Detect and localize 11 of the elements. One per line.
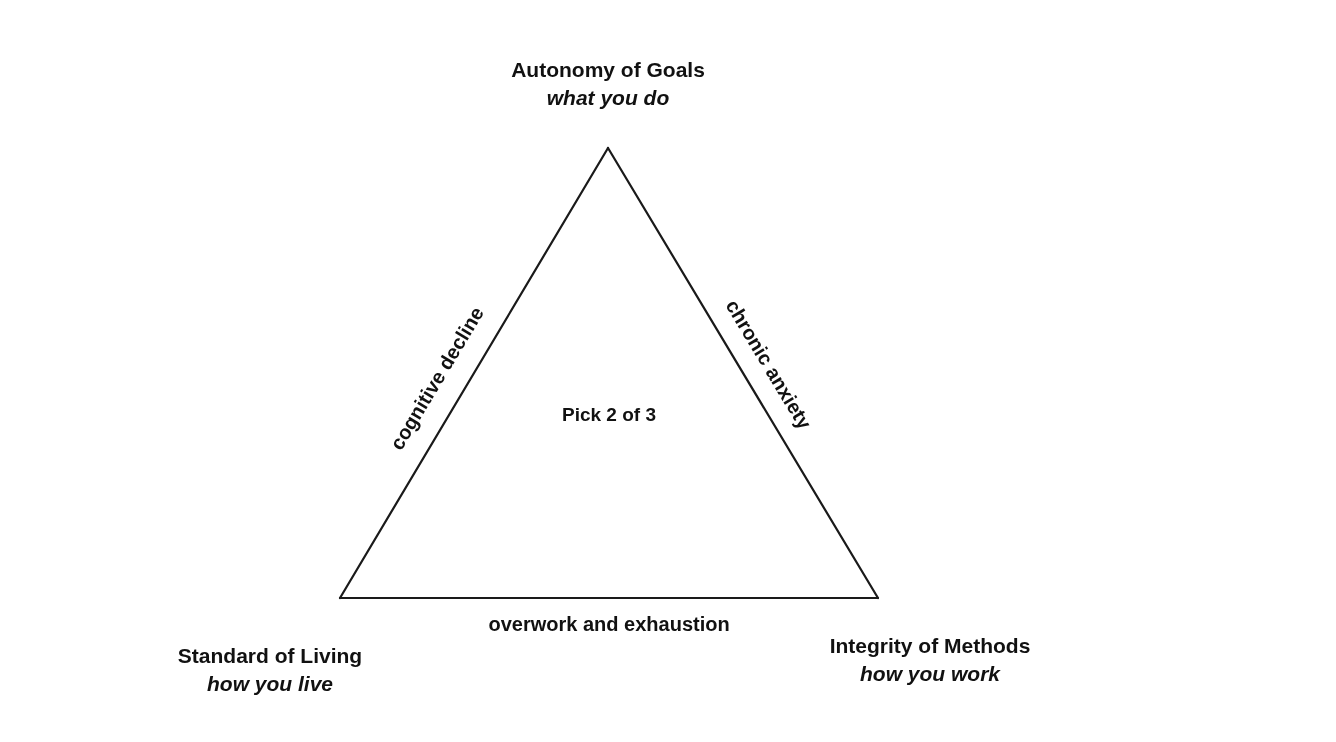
vertex-heading: Autonomy of Goals <box>511 57 705 83</box>
vertex-subtitle: how you work <box>860 661 1000 687</box>
vertex-subtitle: how you live <box>207 671 333 697</box>
triangle-side <box>338 596 880 600</box>
vertex-subtitle: what you do <box>546 85 670 111</box>
vertex-heading: Standard of Living <box>177 643 363 669</box>
center-label: Pick 2 of 3 <box>562 404 656 426</box>
triangle-side <box>606 146 880 600</box>
triangle-side <box>338 146 610 600</box>
edge-label: overwork and exhaustion <box>488 612 730 636</box>
vertex-heading: Integrity of Methods <box>829 633 1031 659</box>
